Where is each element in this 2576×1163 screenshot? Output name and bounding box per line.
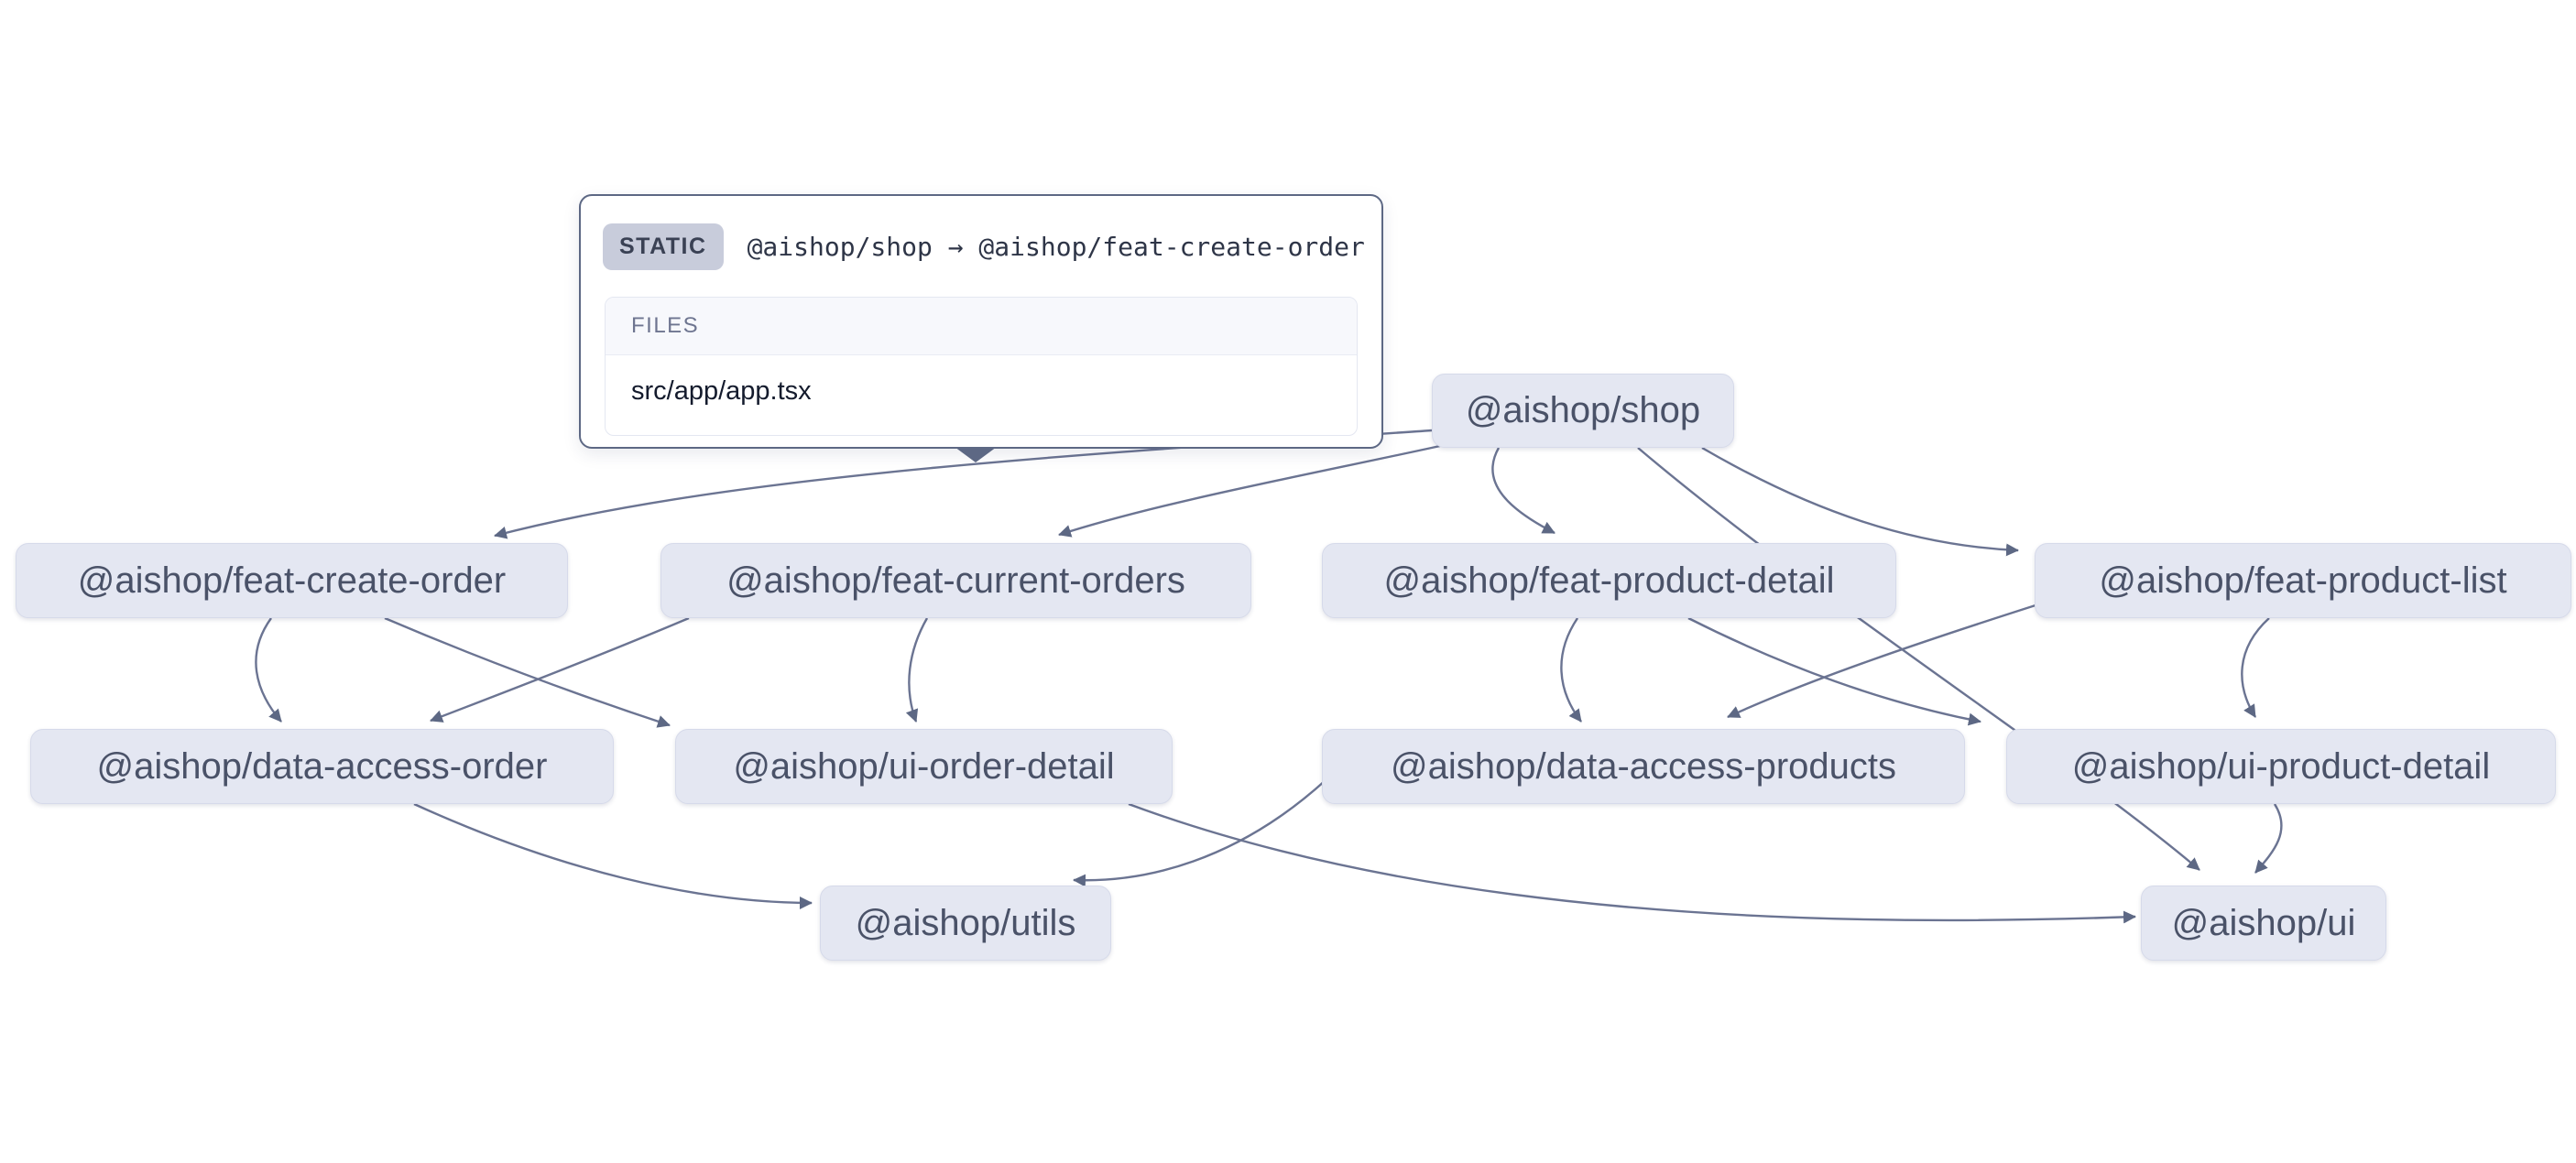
tooltip-files-box: FILES src/app/app.tsx	[605, 297, 1358, 436]
edge-feat-product-list-to-ui-product-detail[interactable]	[2241, 617, 2270, 718]
dependency-type-badge: STATIC	[603, 223, 724, 270]
tooltip-files-header: FILES	[606, 298, 1357, 355]
edge-shop-to-feat-product-detail[interactable]	[1491, 447, 1555, 535]
tooltip-file-path: src/app/app.tsx	[631, 376, 812, 406]
edge-feat-product-detail-to-data-access-products[interactable]	[1560, 617, 1582, 723]
tooltip-edge-label: @aishop/shop → @aishop/feat-create-order	[747, 232, 1365, 262]
graph-node-utils[interactable]: @aishop/utils	[820, 886, 1111, 961]
graph-node-feat-product-detail[interactable]: @aishop/feat-product-detail	[1322, 543, 1896, 618]
edge-shop-to-ui[interactable]	[1637, 447, 2200, 871]
edge-data-access-products-to-utils[interactable]	[1073, 779, 1326, 887]
edge-ui-order-detail-to-ui[interactable]	[1128, 802, 2136, 924]
edge-data-access-order-to-utils[interactable]	[413, 802, 813, 909]
tooltip-pointer	[955, 447, 997, 462]
edge-shop-to-feat-product-list[interactable]	[1701, 446, 2019, 557]
graph-node-feat-product-list[interactable]: @aishop/feat-product-list	[2035, 543, 2571, 618]
edge-feat-create-order-to-ui-order-detail[interactable]	[384, 616, 671, 728]
edge-ui-product-detail-to-ui[interactable]	[2254, 803, 2283, 874]
graph-node-data-access-order[interactable]: @aishop/data-access-order	[30, 729, 614, 804]
graph-node-ui-product-detail[interactable]: @aishop/ui-product-detail	[2006, 729, 2556, 804]
graph-node-shop[interactable]: @aishop/shop	[1432, 374, 1734, 448]
graph-node-ui[interactable]: @aishop/ui	[2141, 886, 2386, 961]
graph-node-ui-order-detail[interactable]: @aishop/ui-order-detail	[675, 729, 1173, 804]
edge-feat-product-list-to-data-access-products[interactable]	[1727, 603, 2036, 719]
edge-feat-product-detail-to-ui-product-detail[interactable]	[1687, 616, 1981, 726]
edge-tooltip: STATIC @aishop/shop → @aishop/feat-creat…	[579, 194, 1383, 462]
edge-feat-create-order-to-data-access-order[interactable]	[255, 617, 282, 723]
graph-node-data-access-products[interactable]: @aishop/data-access-products	[1322, 729, 1965, 804]
edge-shop-to-feat-current-orders[interactable]	[1058, 444, 1441, 538]
edge-feat-current-orders-to-ui-order-detail[interactable]	[905, 617, 929, 723]
graph-node-feat-create-order[interactable]: @aishop/feat-create-order	[16, 543, 568, 618]
edge-feat-current-orders-to-data-access-order[interactable]	[430, 616, 690, 723]
tooltip-header: STATIC @aishop/shop → @aishop/feat-creat…	[581, 196, 1381, 270]
graph-node-feat-current-orders[interactable]: @aishop/feat-current-orders	[660, 543, 1251, 618]
